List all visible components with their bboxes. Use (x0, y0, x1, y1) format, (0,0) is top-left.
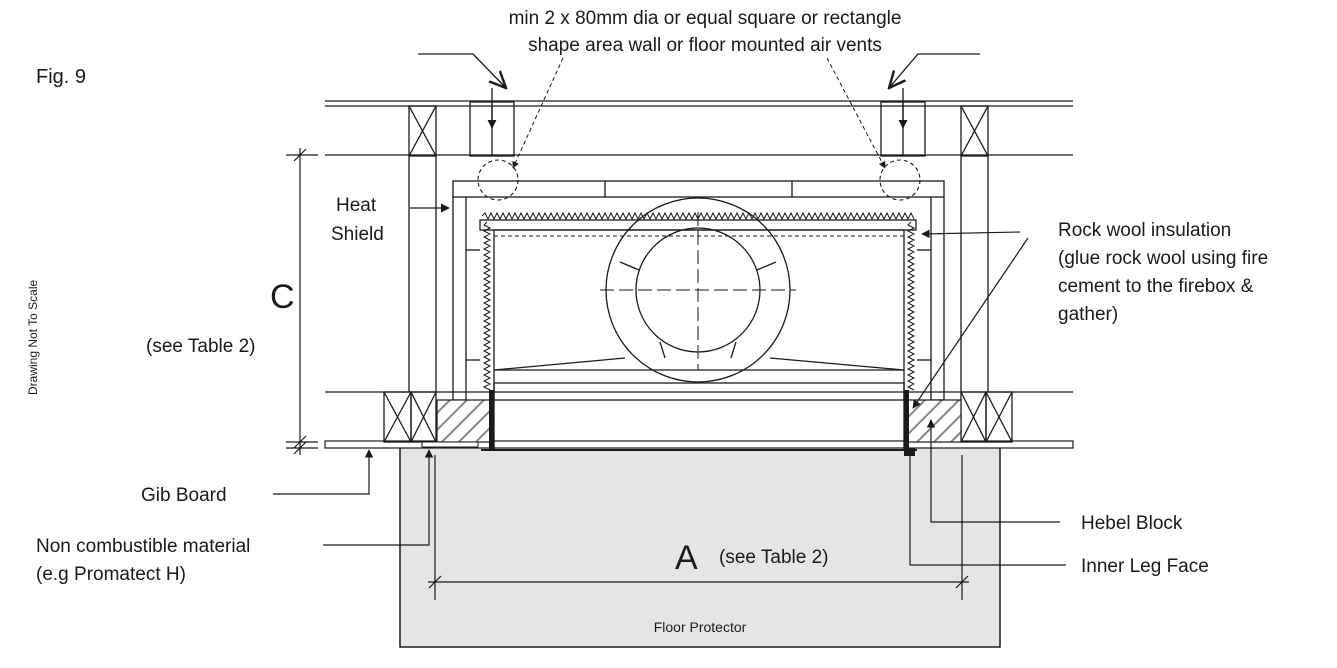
vent-leaders (418, 53, 980, 129)
floor-protector (399, 446, 1001, 648)
rock-wool-leaders (912, 229, 1029, 409)
dimension-a-note: (see Table 2) (719, 547, 829, 568)
non-combustible-strip (421, 441, 479, 448)
drawing-not-to-scale: Drawing Not To Scale (26, 280, 40, 395)
heat-shield-label-line1: Heat (336, 195, 377, 216)
gib-board-label: Gib Board (141, 485, 227, 506)
inner-leg-face-leader (909, 455, 1066, 566)
right-studs (960, 105, 1013, 443)
rock-wool-label-line1: Rock wool insulation (1058, 220, 1231, 241)
gib-board-leader (273, 449, 374, 495)
inner-leg-face-label: Inner Leg Face (1081, 556, 1209, 577)
dimension-c (286, 148, 318, 455)
left-studs (383, 105, 437, 443)
air-vents (469, 101, 926, 157)
floor-protector-label: Floor Protector (654, 619, 747, 635)
non-combustible-label-line1: Non combustible material (36, 536, 250, 557)
non-combustible-leader (323, 449, 434, 546)
hebel-block-label: Hebel Block (1081, 513, 1183, 534)
vent-note-line2: shape area wall or floor mounted air ven… (528, 35, 882, 56)
hebel-block-leader (926, 419, 1060, 523)
vent-note-line1: min 2 x 80mm dia or equal square or rect… (509, 8, 902, 29)
vent-dashed-leaders (512, 57, 886, 169)
gib-board (324, 440, 1074, 449)
rock-wool-right (906, 221, 916, 391)
dimension-a-letter: A (675, 539, 698, 577)
dimension-c-letter: C (270, 278, 295, 316)
rock-wool-left (482, 221, 492, 391)
vent-callout-circles (477, 159, 921, 201)
inner-legs (489, 390, 915, 456)
heat-shield (452, 180, 945, 401)
hebel-blocks (436, 399, 962, 443)
non-combustible-label-line2: (e.g Promatect H) (36, 564, 186, 585)
heat-shield-label-line2: Shield (331, 224, 384, 245)
rock-wool-label-line2: (glue rock wool using fire (1058, 248, 1268, 269)
rock-wool-label-line3: cement to the firebox & (1058, 276, 1254, 297)
dimension-a (428, 455, 969, 600)
dimension-c-note: (see Table 2) (146, 336, 256, 357)
figure-label: Fig. 9 (36, 66, 86, 88)
rock-wool-label-line4: gather) (1058, 304, 1118, 325)
ceiling-lines (325, 100, 1073, 393)
flue-centerlines (600, 212, 796, 370)
